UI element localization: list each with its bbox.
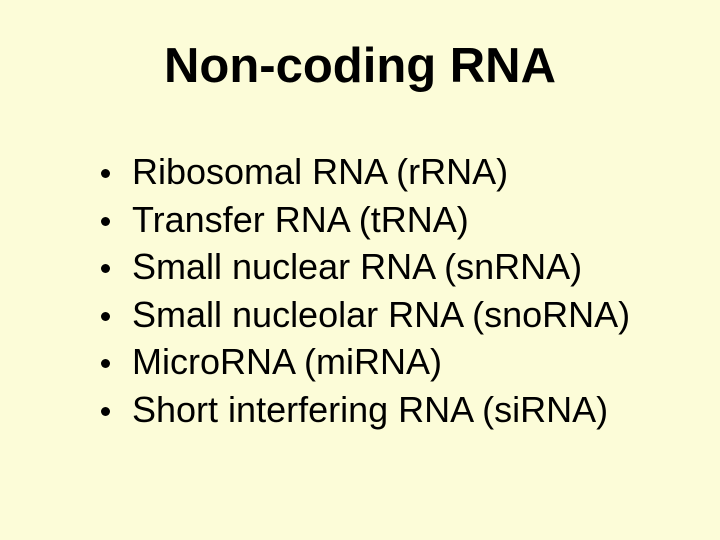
bullet-icon: [101, 359, 110, 368]
bullet-text: Ribosomal RNA (rRNA): [132, 151, 509, 192]
bullet-list: Ribosomal RNA (rRNA) Transfer RNA (tRNA)…: [101, 148, 680, 433]
bullet-text: MicroRNA (miRNA): [132, 341, 442, 382]
list-item: Small nucleolar RNA (snoRNA): [101, 291, 680, 339]
list-item: Small nuclear RNA (snRNA): [101, 243, 680, 291]
bullet-icon: [101, 406, 110, 416]
slide-title: Non-coding RNA: [164, 39, 556, 93]
bullet-icon: [101, 311, 110, 321]
bullet-text: Short interfering RNA (siRNA): [132, 388, 609, 430]
bullet-icon: [101, 264, 110, 273]
list-item: Transfer RNA (tRNA): [101, 196, 680, 244]
list-item: Short interfering RNA (siRNA): [101, 386, 680, 434]
bullet-text: Small nucleolar RNA (snoRNA): [132, 293, 631, 335]
bullet-text: Transfer RNA (tRNA): [132, 198, 469, 240]
bullet-icon: [101, 216, 110, 226]
list-item: Ribosomal RNA (rRNA): [101, 148, 680, 196]
bullet-icon: [101, 169, 110, 178]
list-item: MicroRNA (miRNA): [101, 338, 680, 386]
bullet-text: Small nuclear RNA (snRNA): [132, 246, 583, 287]
